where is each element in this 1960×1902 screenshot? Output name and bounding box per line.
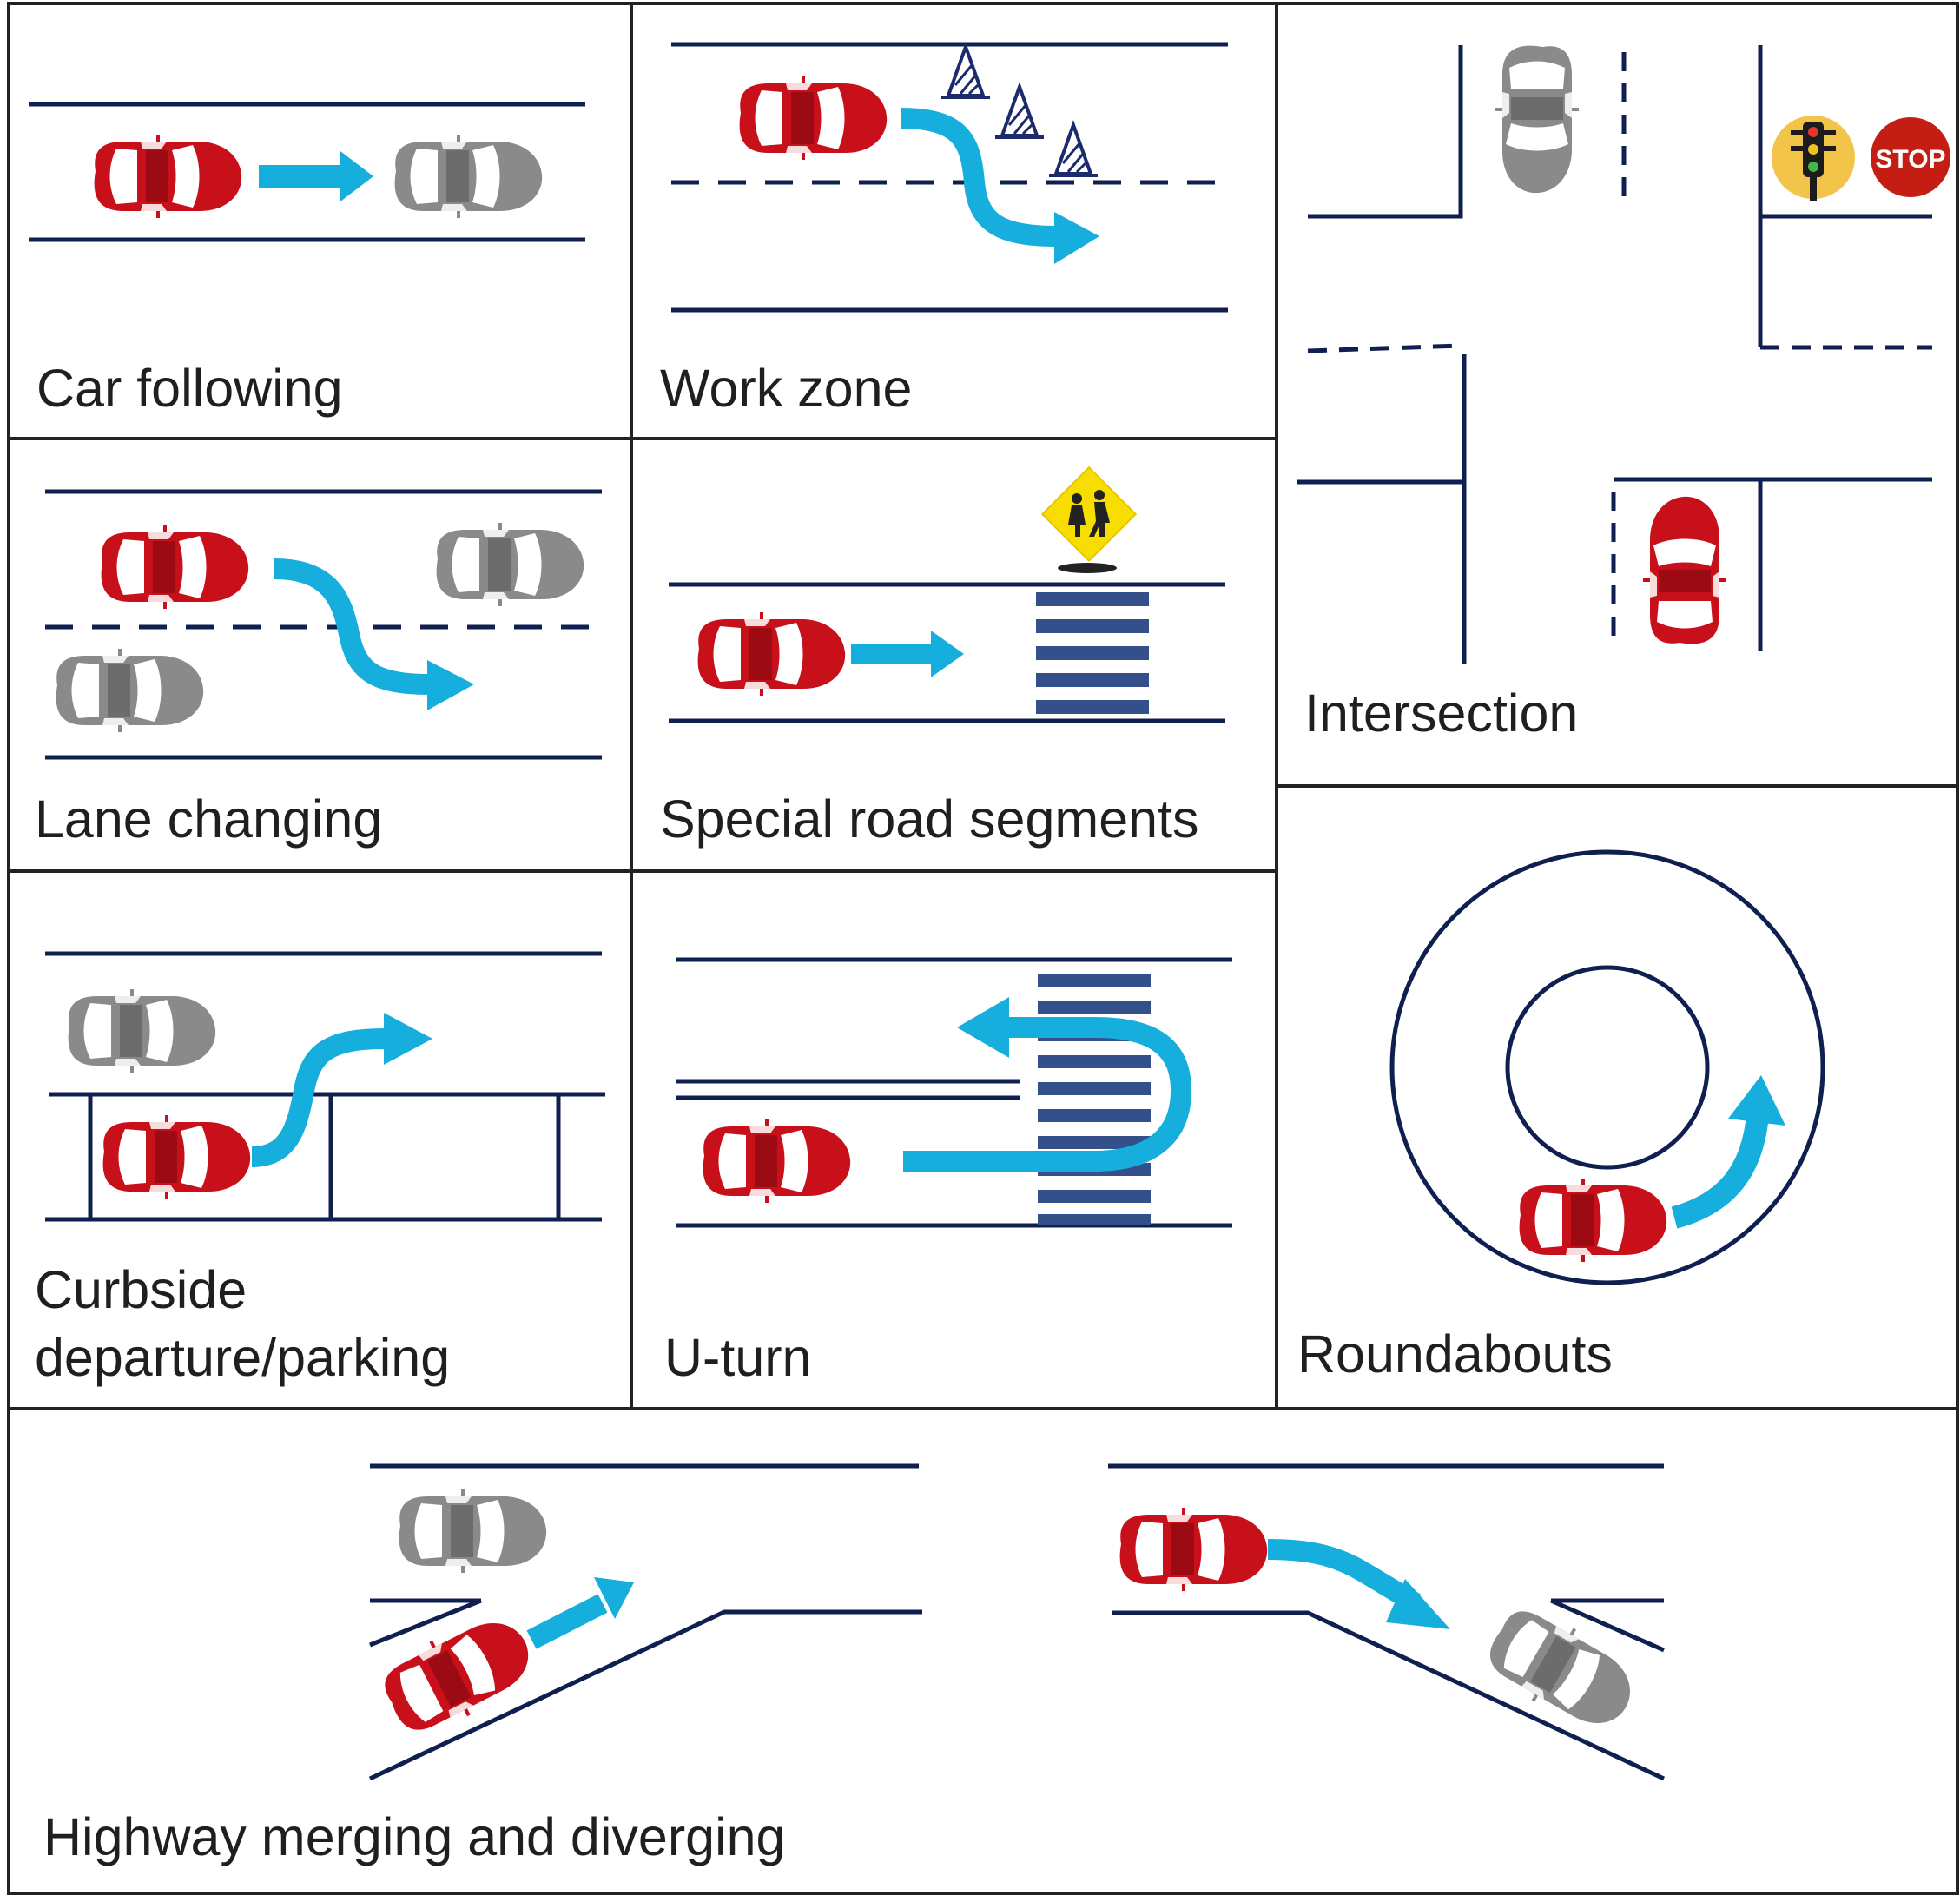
gray-car-icon	[54, 647, 206, 734]
crosswalk	[1036, 592, 1149, 714]
panel-grid	[7, 2, 1959, 1895]
gray-car-icon	[66, 987, 218, 1074]
roundabouts-scene	[1389, 849, 1825, 1285]
gray-car-icon	[434, 521, 586, 608]
panel-label-curbside-line1: Curbside	[35, 1260, 247, 1319]
panel-label-roundabouts: Roundabouts	[1297, 1324, 1613, 1384]
lane-changing-scene	[45, 489, 602, 760]
traffic-light-icon	[1772, 116, 1855, 201]
arrow-icon	[259, 151, 373, 201]
red-car-icon	[737, 75, 889, 162]
panel-label-car-following: Car following	[36, 359, 343, 418]
car-following-scene	[29, 102, 585, 242]
panel-label-lane-changing: Lane changing	[35, 789, 383, 849]
stop-sign-icon: STOP	[1871, 117, 1950, 197]
school-crossing-sign-icon	[1040, 466, 1138, 573]
panel-label-u-turn: U-turn	[664, 1328, 812, 1387]
arrow-icon	[903, 997, 1192, 1172]
curbside-scene	[45, 951, 605, 1222]
arrow-icon	[900, 108, 1099, 264]
work-zone-scene	[671, 42, 1228, 313]
highway-scene	[368, 1463, 1666, 1781]
arrow-icon	[274, 558, 474, 710]
traffic-cone-icon	[1047, 123, 1099, 177]
panel-label-special-road-segments: Special road segments	[660, 789, 1199, 849]
red-car-icon	[372, 1602, 545, 1747]
panel-label-work-zone: Work zone	[660, 359, 913, 418]
special-road-segments-scene	[669, 466, 1225, 723]
crosswalk	[1038, 974, 1151, 1225]
red-car-icon	[92, 133, 244, 220]
panel-label-highway: Highway merging and diverging	[43, 1807, 786, 1866]
arrow-icon	[251, 1013, 432, 1167]
traffic-cone-icon	[940, 45, 992, 99]
traffic-cone-icon	[993, 85, 1046, 139]
red-car-icon	[1118, 1506, 1270, 1593]
arrow-icon	[1671, 1075, 1785, 1229]
panel-label-intersection: Intersection	[1304, 684, 1579, 743]
red-car-icon	[99, 524, 251, 611]
gray-car-icon	[1475, 1595, 1649, 1745]
arrow-icon	[526, 1577, 634, 1649]
panel-label-curbside-line2: departure/parking	[35, 1328, 451, 1387]
red-car-icon	[1517, 1177, 1669, 1264]
gray-car-icon	[393, 133, 544, 220]
arrow-icon	[851, 631, 964, 677]
intersection-scene: STOP	[1297, 43, 1950, 664]
gray-car-icon	[397, 1488, 549, 1575]
red-car-icon	[696, 611, 848, 697]
gray-car-icon	[1494, 43, 1581, 195]
red-car-icon	[101, 1113, 253, 1200]
red-car-icon	[1641, 494, 1728, 646]
red-car-icon	[701, 1118, 853, 1205]
arrow-icon	[1267, 1539, 1450, 1629]
u-turn-scene	[676, 957, 1232, 1228]
svg-text:STOP: STOP	[1875, 145, 1945, 174]
